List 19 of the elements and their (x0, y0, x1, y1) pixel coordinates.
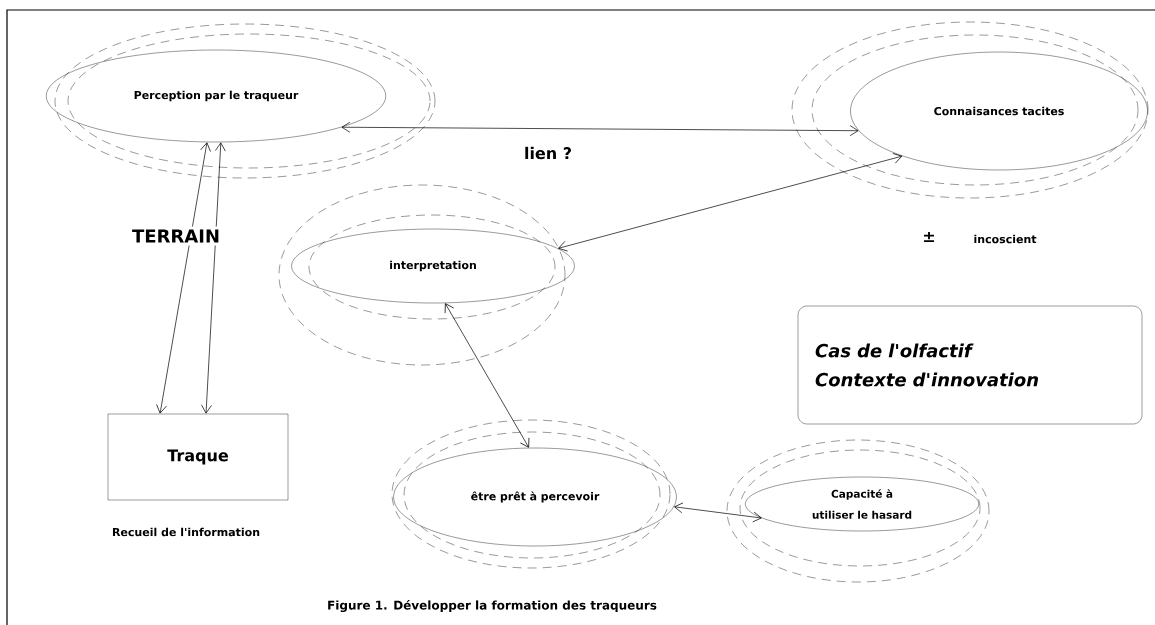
ellipse-node: Capacité à utiliser le hasard (726, 439, 990, 583)
figure-caption: Figure 1. Développer la formation des traqueurs (328, 599, 657, 613)
ellipse-node: Connaisances tacites (791, 21, 1149, 199)
terrain-label: TERRAIN (129, 226, 223, 246)
arrow (156, 142, 211, 414)
arrow (674, 502, 762, 523)
process-box: Traque (107, 413, 289, 501)
edge-label: lien ? (522, 144, 575, 162)
arrow (558, 153, 903, 252)
plus-minus-sign: ± (919, 229, 939, 245)
annotation-text: incoscient (970, 231, 1040, 247)
arrow (341, 121, 859, 136)
ellipse-node: Perception par le traqueur (46, 23, 436, 179)
arrow (201, 142, 226, 414)
rounded-box: Cas de l'olfactif Contexte d'innovation (797, 305, 1143, 425)
arrow (444, 303, 530, 448)
ellipse-node: être prêt à percevoir (391, 419, 677, 569)
caption-text: Recueil de l'information (112, 527, 260, 537)
ellipse-node: interpretation (278, 184, 575, 366)
